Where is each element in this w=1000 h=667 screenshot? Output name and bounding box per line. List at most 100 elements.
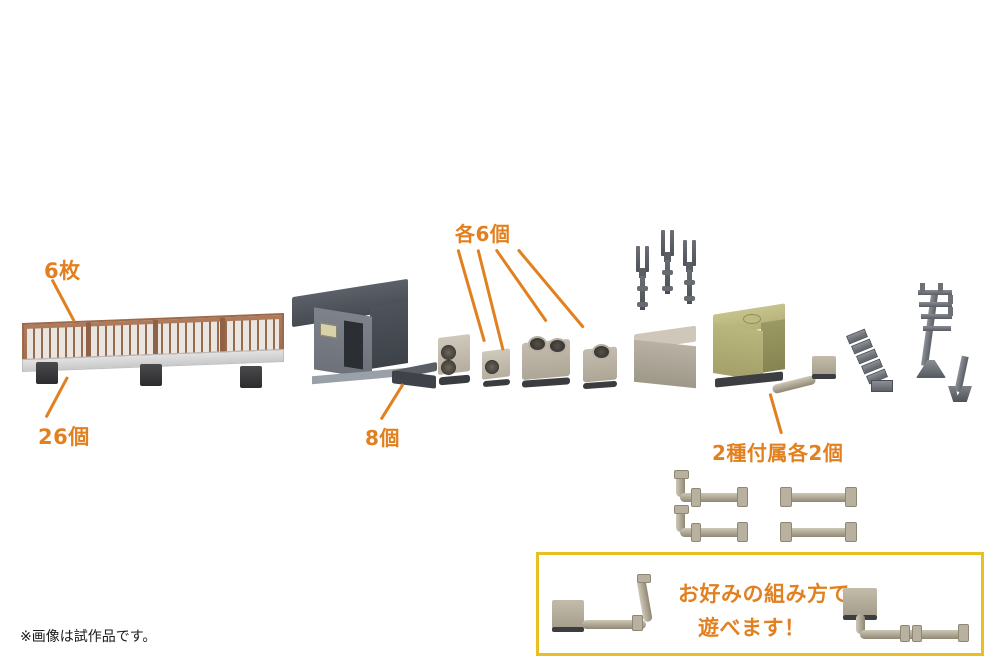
example-pipe-flange bbox=[912, 625, 922, 642]
fork-base bbox=[639, 268, 646, 278]
tank-side bbox=[761, 319, 785, 373]
shed-front-wall bbox=[314, 307, 372, 379]
ac-legs bbox=[438, 374, 470, 386]
fork-prong bbox=[661, 230, 665, 256]
transformer-insulator-fork bbox=[683, 240, 696, 306]
ac-fan-grill-icon bbox=[441, 345, 456, 360]
straight-pipe-body bbox=[784, 528, 850, 537]
assembly-example-caption-line1: お好みの組み方で bbox=[678, 582, 850, 606]
fork-base bbox=[664, 252, 671, 262]
ac-fan-grill-icon bbox=[485, 360, 499, 374]
example-pipe-flange bbox=[900, 625, 910, 642]
tank-face bbox=[713, 323, 763, 381]
elbow-vertical-leg bbox=[676, 473, 685, 497]
fence-footing bbox=[140, 364, 162, 386]
fork-prong bbox=[683, 240, 687, 266]
pipe-flange bbox=[780, 522, 792, 542]
stair-landing bbox=[871, 380, 893, 392]
transformer-face bbox=[634, 339, 696, 389]
example-pipe-flange bbox=[632, 615, 643, 631]
low-grey-box bbox=[392, 361, 438, 389]
ac-condenser-twin-fan bbox=[438, 334, 470, 386]
pole-insulator bbox=[938, 283, 943, 292]
transformer-insulator-fork bbox=[636, 246, 649, 312]
cooling-tank-twin-vent bbox=[522, 334, 570, 388]
hook-claw bbox=[948, 386, 972, 402]
leader-line-pipe-set bbox=[768, 393, 784, 435]
fork-base bbox=[686, 262, 693, 272]
forked-hook-part bbox=[944, 355, 980, 406]
pipe-flange bbox=[737, 487, 748, 507]
fence-footing bbox=[240, 366, 262, 388]
fork-insulator-ring bbox=[637, 286, 648, 291]
assembly-example-caption-line2: 遊べます！ bbox=[698, 616, 806, 640]
prototype-disclaimer: ※画像は試作品です。 bbox=[20, 629, 157, 645]
transformer-insulator-fork bbox=[661, 230, 674, 296]
fork-stem bbox=[687, 270, 692, 304]
annotation-pipe-set: 2種付属各2個 bbox=[712, 441, 844, 465]
example-pipe-flange bbox=[958, 624, 969, 642]
shed-door bbox=[344, 320, 363, 370]
example-pipe-vertical bbox=[856, 614, 865, 634]
ac-condenser-single-fan bbox=[482, 348, 510, 388]
shed-side-wall bbox=[370, 300, 408, 370]
transformer-box bbox=[634, 325, 696, 389]
fork-prong bbox=[636, 246, 640, 272]
tank-vent-icon bbox=[548, 338, 567, 354]
straight-pipe-body bbox=[784, 493, 850, 502]
fork-insulator-ring bbox=[662, 270, 673, 275]
stair-unit bbox=[845, 328, 897, 392]
fork-insulator-ring bbox=[684, 280, 695, 285]
pole-insulator bbox=[948, 307, 953, 316]
tank-vent-icon bbox=[592, 344, 611, 360]
olive-water-tank bbox=[713, 303, 789, 388]
annotation-low-box: 8個 bbox=[365, 426, 400, 450]
fork-prong bbox=[645, 246, 649, 272]
fence-assembly bbox=[22, 312, 284, 388]
example-pipe-horizontal bbox=[582, 620, 646, 629]
leader-line-fence-panels bbox=[50, 278, 76, 323]
fork-prong bbox=[670, 230, 674, 256]
pole-crossarm bbox=[918, 290, 952, 295]
fork-prong bbox=[692, 240, 696, 266]
example-junction-box bbox=[552, 600, 584, 628]
pipe-flange bbox=[691, 488, 701, 507]
pipe-flange bbox=[845, 522, 857, 542]
cooling-tank-single-vent bbox=[583, 342, 617, 390]
pole-crossarm bbox=[923, 326, 951, 331]
fence-footing bbox=[36, 362, 58, 384]
fork-insulator-ring bbox=[684, 296, 695, 301]
pole-crossarm bbox=[921, 314, 952, 319]
pole-insulator bbox=[948, 295, 953, 304]
elbow-vertical-leg bbox=[676, 508, 685, 532]
fork-insulator-ring bbox=[637, 302, 648, 307]
annotation-fence-footings: 26個 bbox=[38, 425, 90, 449]
ac-legs bbox=[482, 379, 510, 388]
tank-outlet-junction-box bbox=[812, 356, 836, 376]
example-pipe-flange bbox=[637, 574, 651, 583]
annotation-ac-and-tanks: 各6個 bbox=[455, 222, 511, 246]
leader-line-tank-1 bbox=[494, 248, 548, 323]
tank-hatch bbox=[743, 314, 761, 324]
elbow-horizontal-leg bbox=[680, 528, 742, 537]
pole-crossarm bbox=[919, 302, 952, 307]
annotation-fence-panels: 6枚 bbox=[44, 259, 81, 283]
pole-insulator bbox=[920, 283, 925, 292]
utility-pole-with-crossarms bbox=[900, 282, 960, 392]
fork-stem bbox=[640, 276, 645, 310]
pipe-flange bbox=[845, 487, 857, 507]
tank-vent-icon bbox=[528, 336, 547, 352]
pipe-flange bbox=[780, 487, 792, 507]
leader-line-tank-2 bbox=[516, 248, 585, 329]
pipe-flange bbox=[737, 522, 748, 542]
pipe-flange bbox=[674, 470, 689, 479]
shed-window bbox=[320, 322, 337, 339]
pipe-flange bbox=[674, 505, 689, 514]
fork-insulator-ring bbox=[662, 286, 673, 291]
fork-stem bbox=[665, 260, 670, 294]
tank-outlet-junction-base bbox=[812, 374, 836, 379]
example-junction-base bbox=[552, 627, 584, 632]
ac-fan-grill-icon bbox=[441, 360, 456, 375]
elbow-horizontal-leg bbox=[680, 493, 742, 502]
